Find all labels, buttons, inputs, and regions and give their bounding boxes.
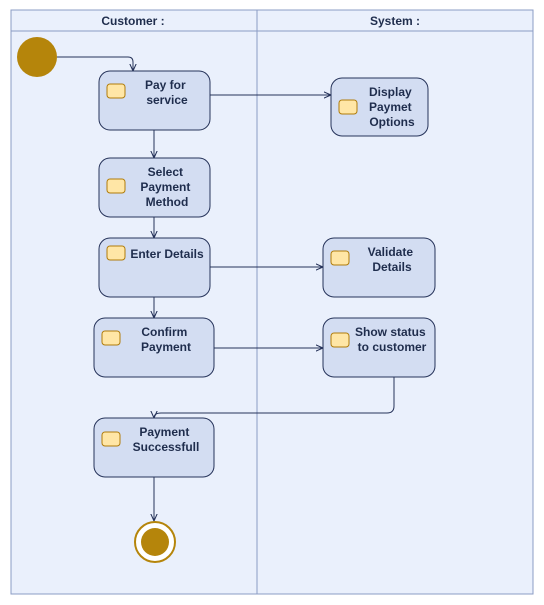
- activity-label-line: Options: [369, 115, 415, 129]
- activity-label-line: Paymet: [369, 100, 412, 114]
- flow-start-to-pay: [57, 56, 133, 71]
- svg-text:Confirm Payment: Confirm Payment: [141, 325, 191, 354]
- final-node[interactable]: [134, 521, 176, 563]
- action-icon: [106, 245, 126, 261]
- activity-label-line: Select: [148, 165, 183, 179]
- activity-show-status[interactable]: Show status to customer: [322, 317, 436, 378]
- activity-label-line: to customer: [358, 340, 427, 354]
- initial-node[interactable]: [17, 37, 57, 77]
- action-icon: [101, 330, 121, 346]
- activity-label-line: Confirm: [141, 325, 187, 339]
- svg-text:Pay for service: Pay for service: [145, 78, 189, 107]
- activity-label-line: Display: [369, 85, 412, 99]
- action-icon: [101, 431, 121, 447]
- action-icon: [330, 332, 350, 348]
- action-icon: [338, 99, 358, 115]
- swimlane-frame: [10, 9, 534, 595]
- action-icon: [106, 178, 126, 194]
- svg-text:Select Payment Met: Select Payment Method: [140, 165, 193, 209]
- activity-confirm-payment[interactable]: Confirm Payment: [93, 317, 215, 378]
- activity-label-line: Payment: [141, 340, 191, 354]
- svg-text:Payment Successfull: Payment Successfull: [133, 425, 200, 454]
- flow-connectors: [57, 56, 395, 521]
- activity-label-line: Validate: [368, 245, 414, 259]
- system-lane-title: System :: [370, 14, 420, 28]
- activity-display-payment-options[interactable]: Display Paymet Options: [330, 77, 429, 137]
- action-icon: [106, 83, 126, 99]
- activity-label-line: Details: [372, 260, 412, 274]
- activity-validate-details[interactable]: Validate Details: [322, 237, 436, 298]
- activity-payment-successful[interactable]: Payment Successfull: [93, 417, 215, 478]
- svg-text:Show status to customer: Show status to customer: [355, 325, 429, 354]
- activity-label-line: Payment: [140, 180, 190, 194]
- activity-label-line: Show status: [355, 325, 426, 339]
- activity-label-line: Enter Details: [130, 247, 204, 261]
- svg-text:Enter Details: Enter Details: [130, 247, 204, 261]
- customer-lane-title: Customer :: [101, 14, 164, 28]
- svg-text:Display Paymet Opt: Display Paymet Options: [369, 85, 415, 129]
- activity-label-line: service: [146, 93, 188, 107]
- activity-label-line: Pay for: [145, 78, 186, 92]
- svg-text:Validate Details: Validate Details: [368, 245, 417, 274]
- action-icon: [330, 250, 350, 266]
- activity-label-line: Successfull: [133, 440, 200, 454]
- activity-label-line: Method: [146, 195, 189, 209]
- activity-pay-for-service[interactable]: Pay for service: [98, 70, 211, 131]
- activity-select-payment-method[interactable]: Select Payment Method: [98, 157, 211, 218]
- activity-label-line: Payment: [139, 425, 189, 439]
- activity-enter-details[interactable]: Enter Details: [98, 237, 211, 298]
- flow-status-to-success: [154, 377, 395, 418]
